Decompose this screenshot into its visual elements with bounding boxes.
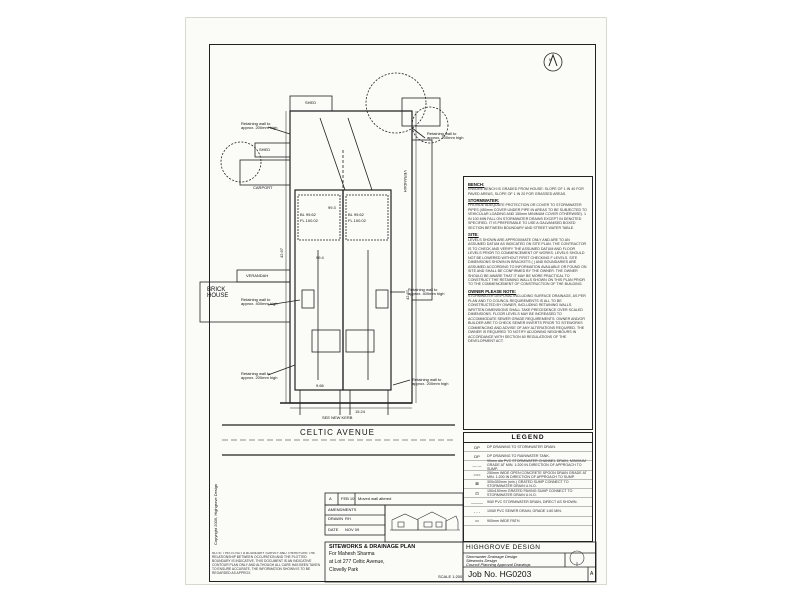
legend-text: 100Ø PVC SEWER DRAIN, GRADE 1:60 MIN. <box>487 509 562 514</box>
legend-symbol: - - - <box>473 508 481 514</box>
legend-text: DP DRAINING TO STORMWATER DRAIN. <box>487 445 557 450</box>
notes-heading: STORMWATER: <box>468 198 500 204</box>
shed-left-label: SHED <box>259 147 271 152</box>
unit-b-fl: FL 100.02 <box>348 218 366 223</box>
legend-panel: LEGEND DP DP DRAINING TO STORMWATER DRAIN… <box>463 432 593 542</box>
dim-setback: 9.66 <box>316 383 324 388</box>
legend-symbol: ▭ <box>475 518 479 524</box>
drawn-label: DRAWN <box>328 516 343 521</box>
plan-title: SITEWORKS & DRAINAGE PLAN <box>329 544 416 550</box>
tree-canopy-icon <box>220 141 262 183</box>
notes-heading: OWNER PLEASE NOTE: <box>468 288 517 294</box>
legend-symbol: ⊠ <box>475 481 479 487</box>
legend-item: ⊡ 150x150mm GRATED PAVING SUMP CONNECT TO… <box>464 489 592 499</box>
shed-top-label: SHED <box>305 100 317 105</box>
legend-item: === 250mm WIDE OPEN CONCRETE SPOON DRAIN … <box>464 471 592 480</box>
north-arrow-icon <box>548 53 558 67</box>
sheet-letter: A <box>590 571 594 577</box>
amendments-header: AMENDMENTS <box>328 507 357 512</box>
retaining-wall-note-6: Retaining wall to approx. 200mm high <box>412 377 449 386</box>
north-label: N <box>549 57 552 62</box>
retaining-wall-note-1: Retaining wall to approx. 200mm high <box>241 121 278 130</box>
legend-symbol: ⊡ <box>475 490 479 496</box>
copyright: Copyright 2009, Highgrove Design <box>213 483 218 545</box>
service-2: Siteworks Design <box>466 558 497 563</box>
retaining-wall-note-2: Retaining wall to approx. 200mm high <box>427 131 464 140</box>
retaining-wall-note-5: Retaining wall to approx. 200mm high <box>241 371 278 380</box>
amend-desc: Moved wall altered <box>358 496 392 501</box>
dim-inner-2: 99.3 <box>328 205 336 210</box>
notes-body: STORMWATER DISPOSAL INCLUDING SURFACE DR… <box>468 294 586 344</box>
service-3: Council Planning Approval Drawings <box>466 562 531 567</box>
unit-a-bl: BL 99.62 <box>300 212 316 217</box>
legend-item: ▭ 900mm WIDE PATH. <box>464 517 592 526</box>
retaining-wall-note-4: Retaining wall to approx. 400mm high <box>408 287 445 296</box>
job-number: Job No. HG0203 <box>468 569 532 579</box>
legend-text: DP DRAINING TO RAINWATER TANK. <box>487 454 550 459</box>
legend-title: LEGEND <box>464 433 592 443</box>
legend-symbol: ——— <box>471 499 483 505</box>
carport-label: CARPORT <box>253 185 273 190</box>
drawn-value: RH <box>345 516 351 521</box>
scale: SCALE 1:200 <box>438 574 463 579</box>
legend-item: - - - 100Ø PVC SEWER DRAIN, GRADE 1:60 MI… <box>464 507 592 517</box>
client-name: For Mahesh Sharma <box>329 551 375 557</box>
legend-item: — — 90mm dia PVC STORMWATER CHANNEL DRAIN… <box>464 459 592 472</box>
dim-inner: 99.4 <box>316 255 324 260</box>
date-label: DATE <box>328 527 339 532</box>
tree-canopy-icon <box>365 72 427 134</box>
dim-front: 15.24 <box>355 409 366 414</box>
notes-heading: SITE: <box>468 232 479 238</box>
notes-body: PROVIDE ADEQUATE PROTECTION OR COVER TO … <box>468 203 587 230</box>
house-elevation-icon <box>390 511 460 531</box>
legend-text: 150x150mm GRATED PAVING SUMP CONNECT TO … <box>487 489 573 498</box>
service-1: Stormwater Drainage Design <box>466 554 518 559</box>
retaining-wall-note-3: Retaining wall to approx. 400mm high <box>241 297 278 306</box>
legend-symbol: — — <box>472 462 482 468</box>
legend-symbol: === <box>473 472 481 478</box>
site-address: at Lot 277 Celtic Avenue, <box>329 559 385 565</box>
legend-item: ⊠ 300x300mm (min.) GRATED SUMP CONNECT TO… <box>464 480 592 489</box>
date-value: NOV 09 <box>345 527 360 532</box>
verandah-left-label: VERANDAH <box>246 273 269 278</box>
legend-text: 300x300mm (min.) GRATED SUMP CONNECT TO … <box>487 479 569 488</box>
legend-text: 90mm dia PVC STORMWATER CHANNEL DRAIN, M… <box>487 459 587 472</box>
unit-b-bl: BL 99.62 <box>348 212 364 217</box>
legend-symbol: DP <box>474 444 480 450</box>
notes-body: LEVELS SHOWN ARE APPROXIMATE ONLY AND AR… <box>468 237 587 287</box>
legend-item: ——— 90Ø PVC STORMWATER DRAIN, DIRECT AS S… <box>464 498 592 508</box>
street-name: CELTIC AVENUE <box>300 428 375 437</box>
company-tree-logo-icon <box>569 550 585 566</box>
north-arrow-circle-icon <box>543 52 563 72</box>
legend-item: DP DP DRAINING TO RAINWATER TANK. <box>464 452 592 462</box>
amend-rev: A <box>329 496 332 501</box>
unit-a-fl: FL 100.02 <box>300 218 318 223</box>
legend-symbol: DP <box>474 453 480 459</box>
notes-heading: BENCH: <box>468 182 485 187</box>
kerb-note: SEE NEW KERB <box>322 415 353 420</box>
suburb: Clovelly Park <box>329 567 359 573</box>
notes-panel: BENCH: ENSURE BENCH IS GRADED FROM HOUSE… <box>463 176 593 430</box>
brick-house-label: BRICK HOUSE <box>207 287 229 299</box>
legend-text: 900mm WIDE PATH. <box>487 518 521 523</box>
survey-disclaimer: NOTE: THIS IS NOT A BOUNDARY SURVEY AND … <box>212 552 320 575</box>
notes-body: ENSURE BENCH IS GRADED FROM HOUSE: SLOPE… <box>468 187 584 196</box>
legend-text: 90Ø PVC STORMWATER DRAIN, DIRECT AS SHOW… <box>487 500 578 505</box>
legend-item: DP DP DRAINING TO STORMWATER DRAIN. <box>464 443 592 453</box>
company-name: HIGHGROVE DESIGN <box>466 544 541 551</box>
drawing-frame <box>209 44 596 582</box>
tree-canopy-icon <box>411 106 449 144</box>
amend-date: FEB 10 <box>341 496 355 501</box>
legend-text: 250mm WIDE OPEN CONCRETE SPOON DRAIN GRA… <box>487 470 587 479</box>
